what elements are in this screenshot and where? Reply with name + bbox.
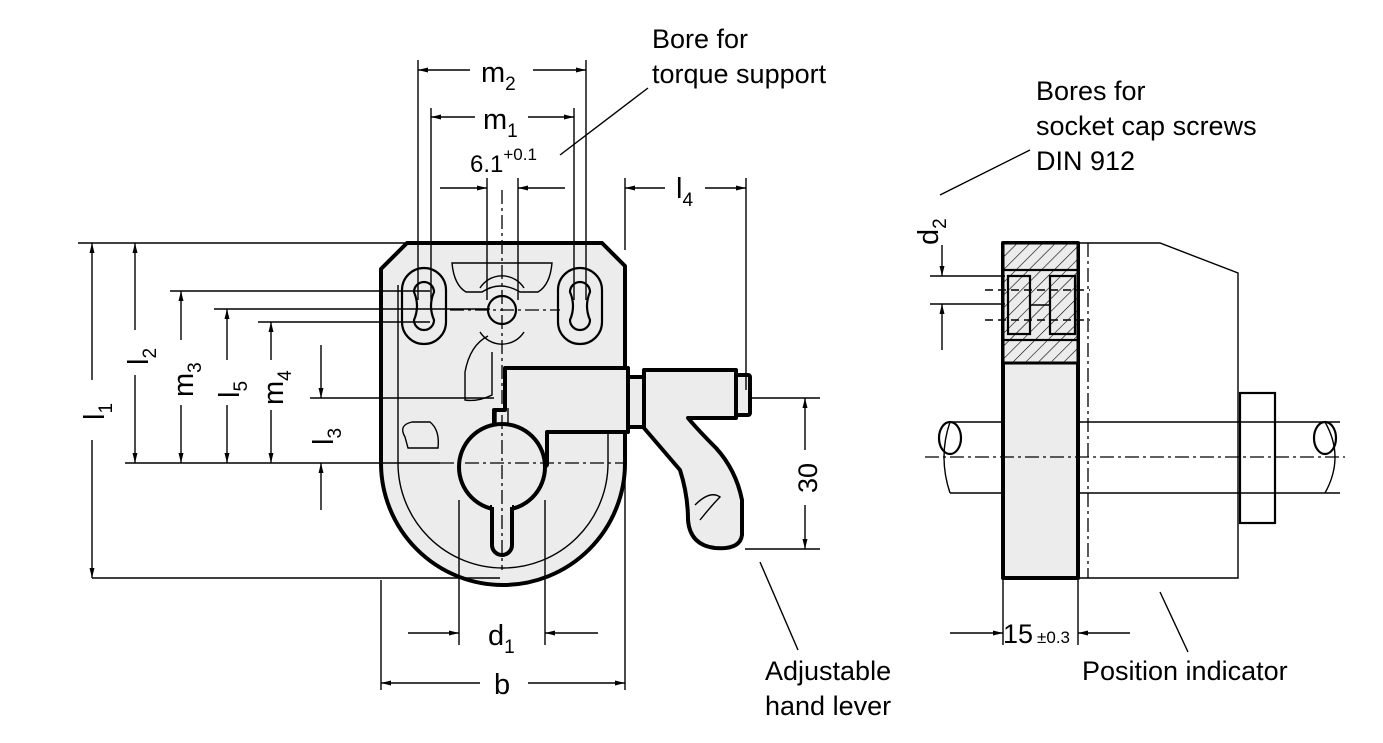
dim-l5: l5 (214, 381, 252, 398)
dim-d1: d1 (488, 620, 515, 658)
right-slot (556, 266, 604, 346)
dim-l2: l2 (123, 348, 161, 365)
callout-hand-lever-1: Adjustable (765, 656, 891, 686)
dim-m2: m2 (481, 57, 516, 95)
callout-torque-bore-2: torque support (652, 59, 827, 89)
keyway (490, 505, 514, 557)
side-view (925, 241, 1345, 580)
left-slot (400, 266, 448, 346)
dim-30: 30 (793, 463, 823, 493)
dim-l3: l3 (308, 428, 346, 445)
labels: Bore for torque support Bores for socket… (79, 24, 1288, 721)
dim-l1: l1 (79, 403, 117, 420)
callout-hand-lever-2: hand lever (765, 691, 891, 721)
front-view (379, 190, 752, 587)
dim-b: b (494, 669, 510, 701)
extension-lines-front (78, 60, 820, 690)
dim-m1: m1 (483, 104, 518, 142)
shaft (937, 391, 1340, 525)
dimension-lines-front (89, 67, 808, 686)
callout-torque-bore-1: Bore for (652, 24, 748, 54)
dim-bore: 6.1+0.1 (470, 145, 537, 178)
dim-d2: d2 (913, 218, 951, 245)
indicator-outline (1078, 242, 1239, 579)
hand-lever (626, 368, 752, 551)
callout-cap-screws-1: Bores for (1036, 76, 1146, 106)
dim-m4: m4 (258, 370, 296, 405)
callout-cap-screws-2: socket cap screws (1036, 111, 1257, 141)
left-lower-pocket (402, 421, 440, 449)
dim-width-15: 15±0.3 (1003, 619, 1070, 649)
dim-l4: l4 (676, 173, 693, 211)
callout-cap-screws-3: DIN 912 (1036, 146, 1135, 176)
dimension-lines-side (930, 149, 1189, 653)
section-hatch (1001, 241, 1080, 365)
clamp-body-relief (397, 285, 609, 569)
dim-m3: m3 (168, 362, 206, 397)
top-relief-pocket (451, 262, 553, 293)
callout-position-indicator: Position indicator (1082, 656, 1288, 686)
